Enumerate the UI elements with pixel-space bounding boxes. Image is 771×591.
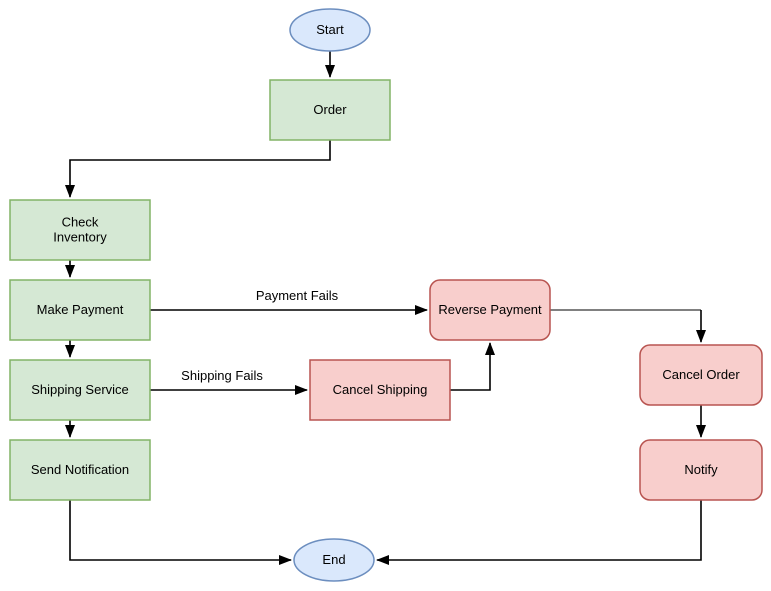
node-label-send-notification: Send Notification: [31, 462, 129, 477]
node-label-start: Start: [316, 22, 344, 37]
node-shape-cancel-shipping: [309, 359, 451, 421]
node-label-notify: Notify: [684, 462, 718, 477]
node-reverse-payment: Reverse Payment: [429, 279, 551, 341]
edge-send-notification-to-end: [69, 500, 292, 565]
node-shape-check-inventory: [9, 199, 151, 261]
node-shape-send-notification: [9, 439, 151, 501]
node-end: End: [293, 538, 375, 582]
node-shipping-service: Shipping Service: [9, 359, 151, 421]
node-send-notification: Send Notification: [9, 439, 151, 501]
edge-label-payment-fails: Payment Fails: [256, 288, 339, 303]
node-label-shipping-service: Shipping Service: [31, 382, 129, 397]
node-shape-cancel-order: [639, 344, 763, 406]
node-shape-notify: [639, 439, 763, 501]
edge-label-shipping-fails: Shipping Fails: [181, 368, 263, 383]
edge-order-to-check-inventory: [65, 140, 331, 198]
node-label-make-payment: Make Payment: [37, 302, 124, 317]
node-label-cancel-order: Cancel Order: [662, 367, 740, 382]
edge-cancel-shipping-to-reverse-payment: [450, 342, 495, 391]
node-cancel-order: Cancel Order: [639, 344, 763, 406]
node-notify: Notify: [639, 439, 763, 501]
node-cancel-shipping: Cancel Shipping: [309, 359, 451, 421]
node-shape-reverse-payment: [429, 279, 551, 341]
node-label-end: End: [322, 552, 345, 567]
node-shape-start: [289, 8, 371, 52]
node-shape-end: [293, 538, 375, 582]
node-shape-order: [269, 79, 391, 141]
node-label-order: Order: [313, 102, 347, 117]
edge-notify-to-end: [376, 500, 702, 565]
node-make-payment: Make Payment: [9, 279, 151, 341]
node-label-reverse-payment: Reverse Payment: [438, 302, 542, 317]
node-start: Start: [289, 8, 371, 52]
node-shape-shipping-service: [9, 359, 151, 421]
node-order: Order: [269, 79, 391, 141]
node-label-cancel-shipping: Cancel Shipping: [333, 382, 428, 397]
node-shape-make-payment: [9, 279, 151, 341]
